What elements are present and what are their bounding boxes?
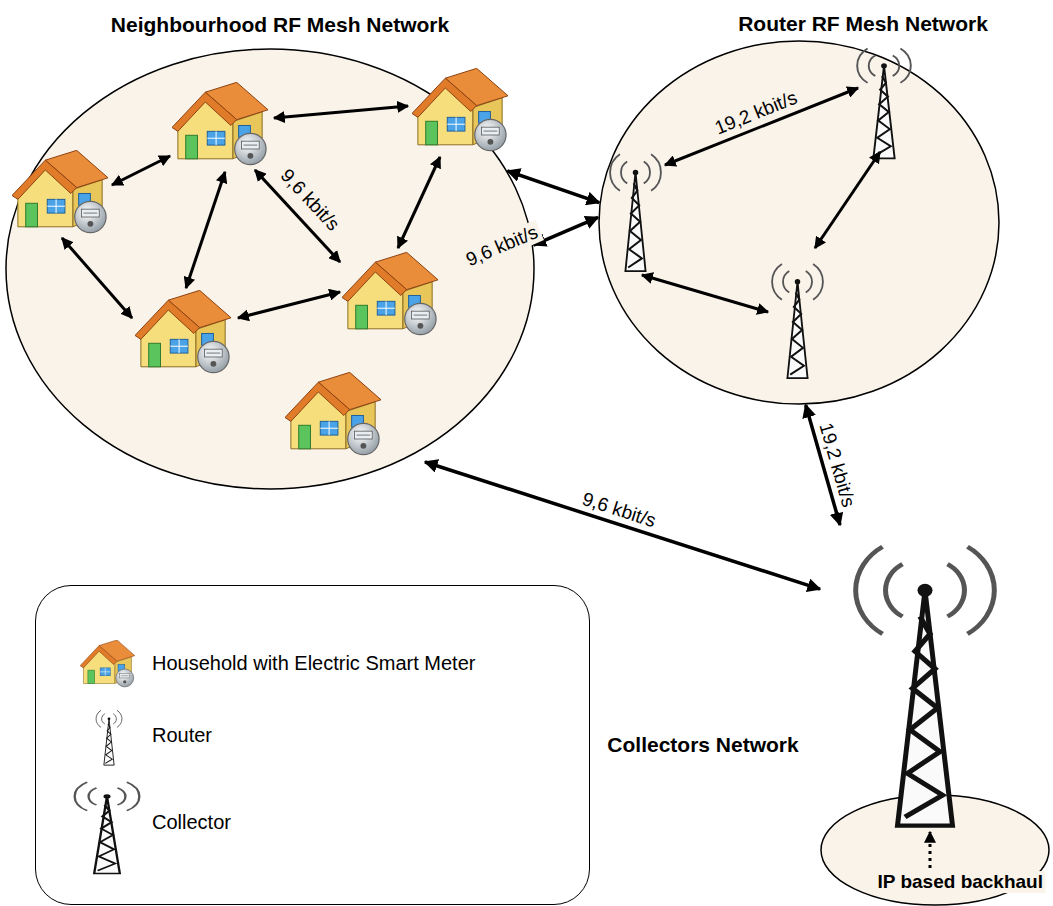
link-rate: 9,6 kbit/s <box>577 487 662 533</box>
legend-collector-icon <box>75 782 140 873</box>
region-ellipse <box>821 795 1049 905</box>
link-rate: 19,2 kbit/s <box>814 418 860 513</box>
region-ellipse <box>6 49 534 489</box>
radio-link <box>425 462 820 589</box>
region-ellipse <box>599 41 999 404</box>
legend-label: Household with Electric Smart Meter <box>152 652 475 675</box>
radio-link <box>533 217 598 245</box>
legend-router-icon <box>96 710 122 765</box>
region-heading: Router RF Mesh Network <box>738 12 988 36</box>
network-region: Neighbourhood RF Mesh Network <box>5 48 535 490</box>
region-outline <box>5 48 535 490</box>
region-heading: Neighbourhood RF Mesh Network <box>111 13 449 37</box>
legend-label: Collector <box>152 811 231 834</box>
network-region: Router RF Mesh Network <box>598 40 1000 405</box>
household-meter-icon <box>412 68 508 150</box>
radio-link <box>507 171 599 203</box>
backhaul-label: IP based backhaul <box>875 871 1046 893</box>
region-heading: Collectors Network <box>607 733 798 757</box>
link-rate: 19,2 kbit/s <box>709 86 803 141</box>
legend-label: Router <box>152 724 212 747</box>
network-region: Collectors Network <box>820 525 1050 906</box>
collector-icon <box>856 547 995 826</box>
link-rate: 9,6 kbit/s <box>274 163 346 238</box>
region-outline <box>598 40 1000 405</box>
legend-box <box>35 585 590 905</box>
region-outline <box>820 525 1050 906</box>
legend-house-icon <box>80 640 135 687</box>
link-rate: 9,6 kbit/s <box>460 219 544 271</box>
legend-icons <box>75 640 140 874</box>
